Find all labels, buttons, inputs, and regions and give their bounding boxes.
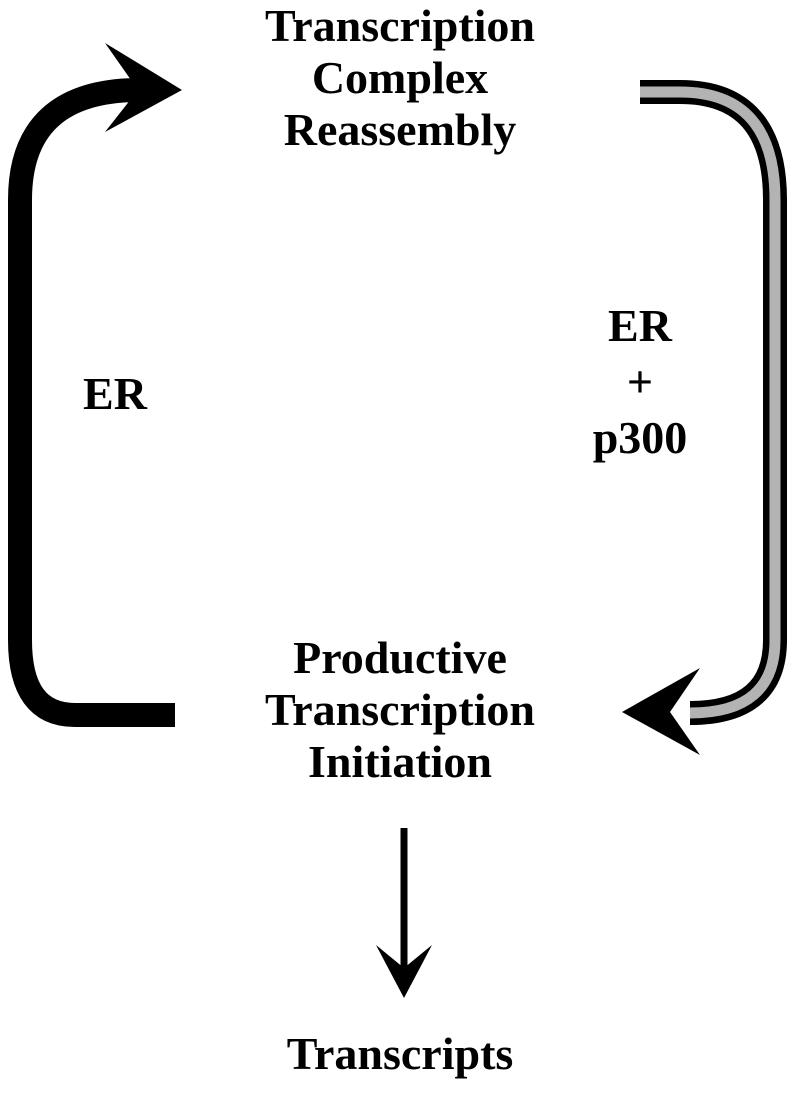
down-arrow-head <box>376 945 432 998</box>
node-line: Transcription <box>264 0 536 51</box>
down-arrow <box>376 828 432 998</box>
node-line: Productive <box>293 632 507 683</box>
right-cycle-arrow-fill <box>640 86 781 719</box>
left-cycle-arrow <box>8 43 182 727</box>
node-transcription-complex-reassembly: Transcription Complex Reassembly <box>180 0 620 156</box>
left-cycle-arrow-head <box>105 43 182 132</box>
node-line: Transcripts <box>286 1028 514 1079</box>
edge-label-line: ER <box>83 368 147 419</box>
node-productive-transcription-initiation: Productive Transcription Initiation <box>175 632 625 788</box>
node-line: Initiation <box>307 736 493 787</box>
node-line: Reassembly <box>283 104 517 155</box>
left-cycle-arrow-shaft <box>8 78 175 727</box>
node-line: Complex <box>311 52 489 103</box>
right-cycle-arrow <box>622 80 787 755</box>
edge-label-er: ER <box>55 368 175 420</box>
right-cycle-arrow-head <box>622 668 700 755</box>
edge-label-er-p300: ER + p300 <box>560 298 720 466</box>
edge-label-line: ER <box>608 300 672 351</box>
edge-label-line: p300 <box>592 412 688 463</box>
node-transcripts: Transcripts <box>200 1028 600 1080</box>
edge-label-line: + <box>626 356 654 407</box>
node-line: Transcription <box>264 684 536 735</box>
